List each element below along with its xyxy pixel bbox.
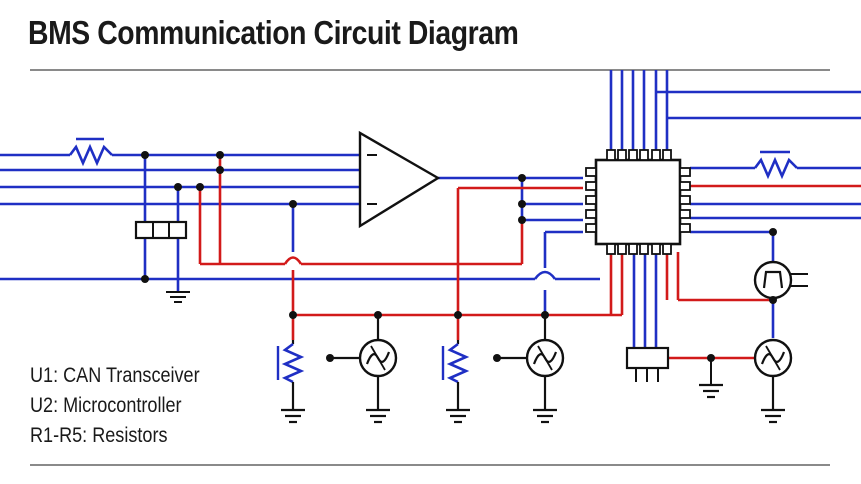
connector-block — [134, 220, 188, 240]
ac-source-2 — [493, 315, 565, 410]
legend-item-u2: U2: Microcontroller — [30, 394, 182, 417]
ground-icon — [699, 383, 723, 399]
microcontroller-chip — [585, 149, 691, 255]
ground-symbol — [166, 291, 190, 303]
legend-item-u1: U1: CAN Transceiver — [30, 364, 200, 387]
pulse-source — [753, 260, 808, 300]
resistor-r4 — [441, 340, 470, 410]
bus-wires — [0, 70, 861, 348]
junction-dots — [141, 151, 777, 362]
ground-icon — [446, 408, 470, 424]
legend-item-resistors: R1-R5: Resistors — [30, 424, 168, 447]
component-legend: U1: CAN Transceiver U2: Microcontroller … — [30, 361, 200, 451]
ac-source-right — [753, 338, 793, 410]
ground-icon — [761, 408, 785, 424]
header-connector — [625, 346, 670, 382]
ground-icon — [281, 408, 305, 424]
ground-icon — [533, 408, 557, 424]
resistor-r2 — [753, 150, 798, 180]
op-amp — [358, 130, 441, 229]
ground-symbols — [281, 383, 785, 424]
wire-crossover — [283, 256, 303, 265]
power-wires — [198, 155, 861, 360]
resistor-r1 — [68, 137, 113, 167]
ground-icon — [366, 408, 390, 424]
wire-crossover — [533, 270, 557, 280]
ac-source-1 — [326, 315, 398, 410]
diagram-title: BMS Communication Circuit Diagram — [28, 14, 519, 51]
resistor-r3 — [276, 340, 305, 410]
